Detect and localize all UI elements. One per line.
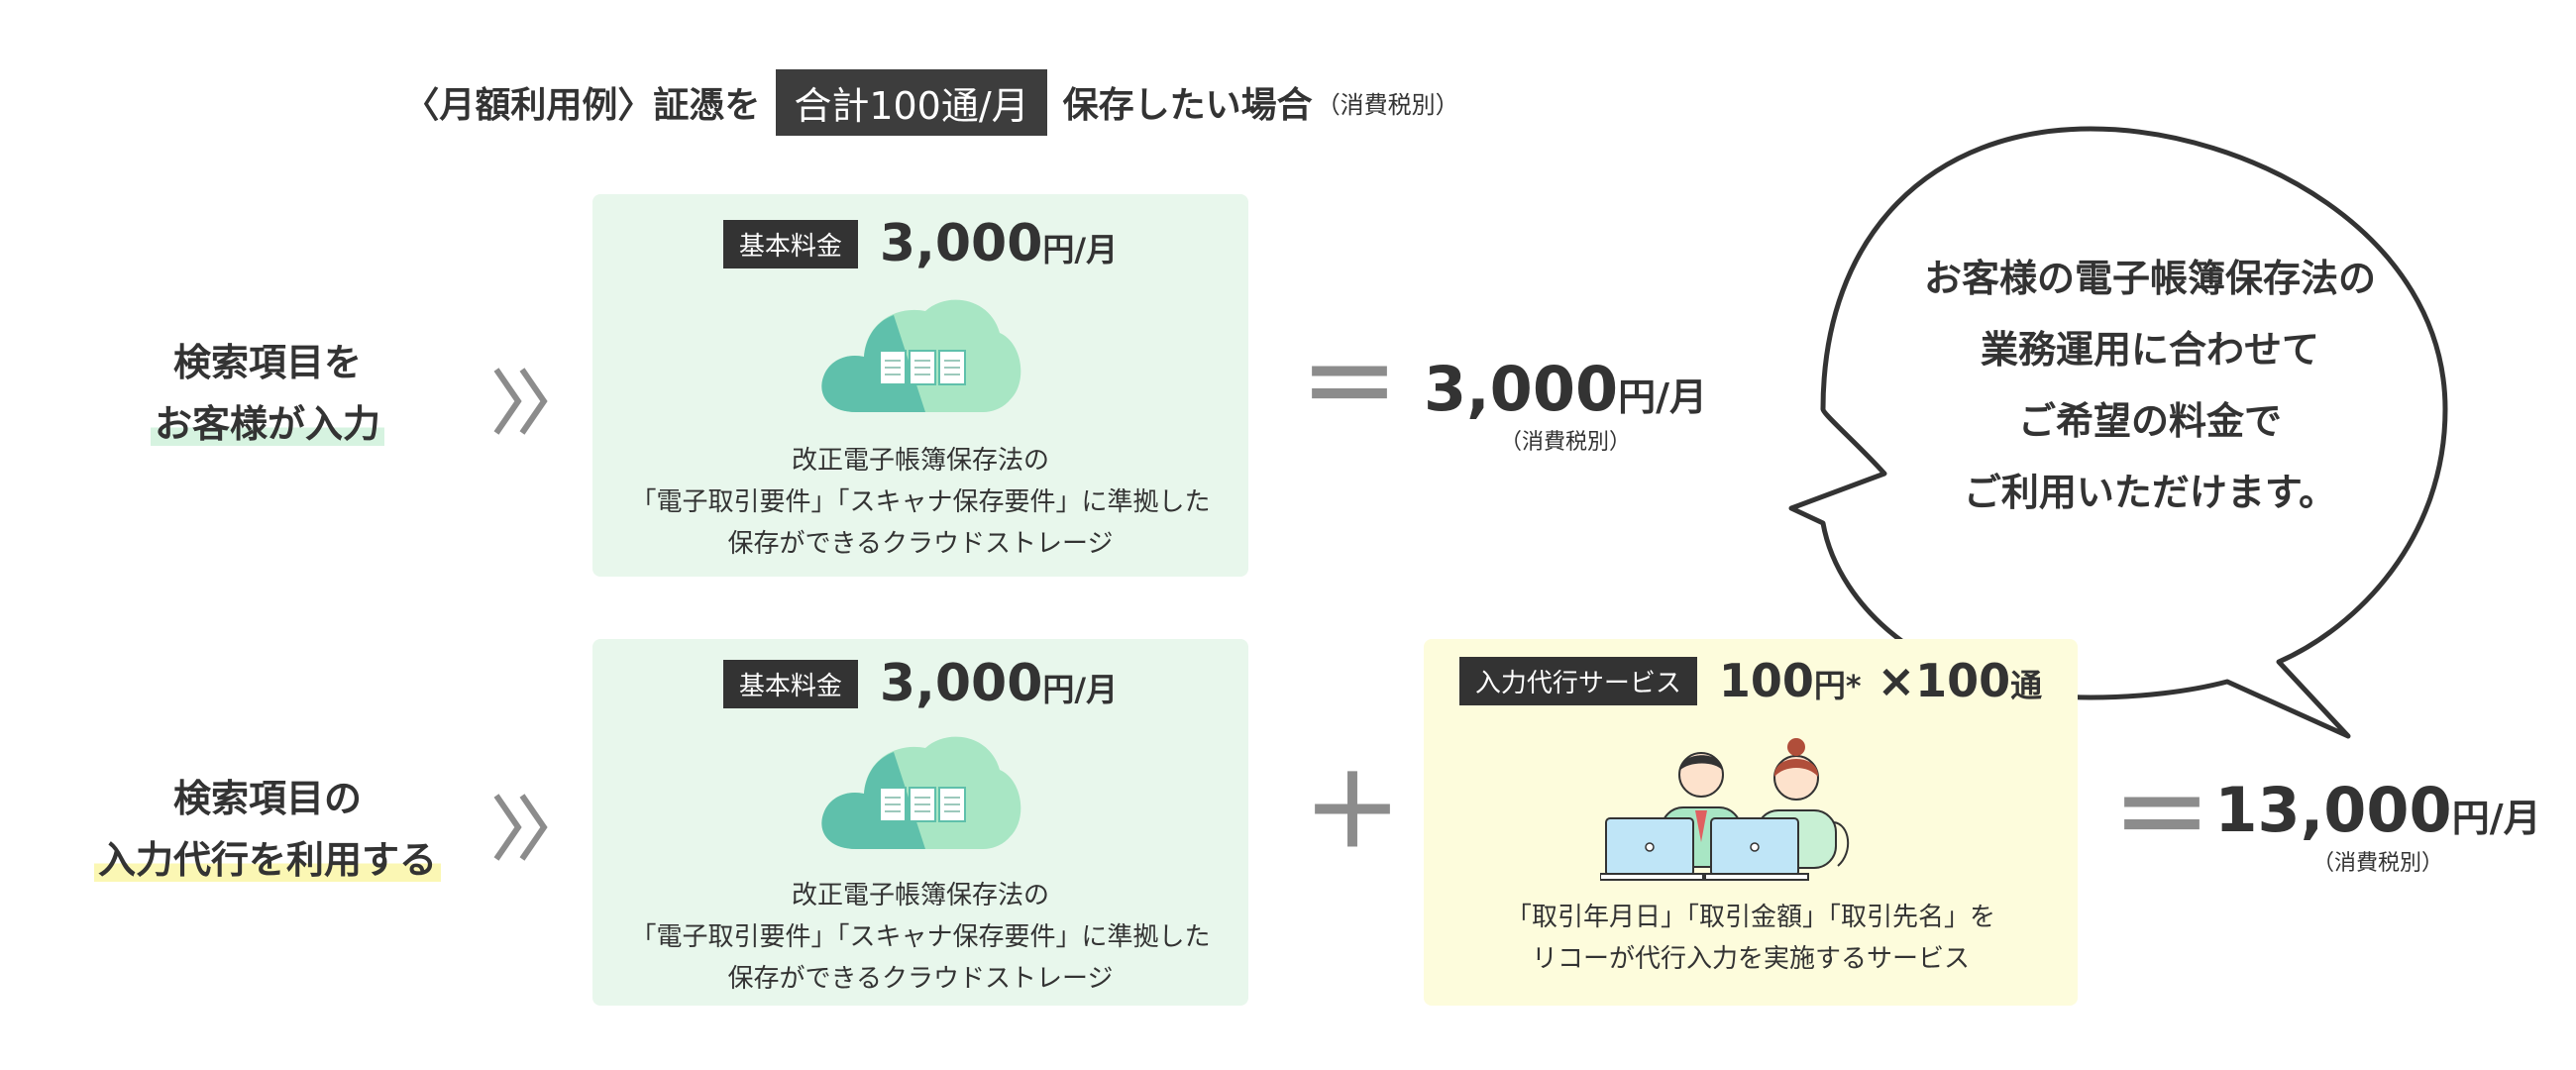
- plus-sign: ＋: [1303, 754, 1402, 870]
- row1-desc-line2: 「電子取引要件」「スキャナ保存要件」に準拠した: [630, 487, 1211, 517]
- cloud-storage-icon: [821, 299, 1021, 412]
- row1-base-fee-box: 基本料金 3,000円/月 改正電子帳簿保存法の 「電子取引要件」「スキャナ保存…: [592, 194, 1248, 577]
- bubble-line-4: ご利用いただけます。: [1963, 471, 2337, 514]
- row1-fee-tag: 基本料金: [722, 219, 858, 268]
- title-prefix: 〈月額利用例〉証憑を: [403, 85, 761, 126]
- row1-result-tax-note: （消費税別）: [1499, 430, 1631, 455]
- row2-result-tax-note: （消費税別）: [2311, 851, 2443, 876]
- row2-box-header: 基本料金 3,000円/月: [592, 654, 1248, 713]
- speech-bubble: [1788, 126, 2448, 739]
- row2-desc-line3: 保存ができるクラウドストレージ: [727, 964, 1114, 994]
- input-service-box: 入力代行サービス 100円* ×100通 「取引年月日」「取引金額」「取引先名」…: [1424, 639, 2078, 1006]
- row1-box-header: 基本料金 3,000円/月: [592, 214, 1248, 273]
- page-title: 〈月額利用例〉証憑を 合計100通/月 保存したい場合 （消費税別）: [0, 67, 1863, 137]
- title-highlight: 合計100通/月: [776, 68, 1047, 136]
- operators-illustration: [1600, 738, 1850, 881]
- service-tag: 入力代行サービス: [1458, 656, 1697, 705]
- row2-result-price: 13,000円/月: [2214, 774, 2541, 846]
- row1-fee-description: 改正電子帳簿保存法の 「電子取引要件」「スキャナ保存要件」に準拠した 保存ができ…: [592, 440, 1248, 565]
- service-price: 100円* ×100通: [1718, 654, 2043, 707]
- cloud-storage-icon: [821, 736, 1021, 849]
- bubble-line-2: 業務運用に合わせて: [1980, 328, 2319, 372]
- row2-label-line2: 入力代行を利用する: [93, 838, 441, 882]
- service-description: 「取引年月日」「取引金額」「取引先名」を リコーが代行入力を実施するサービス: [1424, 897, 2078, 980]
- row2-fee-tag: 基本料金: [722, 659, 858, 708]
- row2-fee-price: 3,000円/月: [879, 654, 1119, 713]
- row2-base-fee-box: 基本料金 3,000円/月 改正電子帳簿保存法の 「電子取引要件」「スキャナ保存…: [592, 639, 1248, 1006]
- row1-fee-price: 3,000円/月: [879, 214, 1119, 273]
- service-desc-line1: 「取引年月日」「取引金額」「取引先名」を: [1505, 903, 1995, 932]
- chevron-right-icon: [493, 794, 548, 861]
- bubble-text: お客様の電子帳簿保存法の 業務運用に合わせて ご希望の料金で ご利用いただけます…: [1873, 243, 2427, 528]
- row1-label-line2: お客様が入力: [150, 402, 384, 446]
- row2-fee-description: 改正電子帳簿保存法の 「電子取引要件」「スキャナ保存要件」に準拠した 保存ができ…: [592, 875, 1248, 1000]
- row1-label: 検索項目を お客様が入力: [59, 332, 476, 455]
- row2-equals-sign: ＝: [2112, 759, 2211, 875]
- chevron-right-icon: [493, 368, 548, 435]
- row1-label-line1: 検索項目を: [172, 341, 362, 384]
- row1-desc-line1: 改正電子帳簿保存法の: [791, 446, 1049, 476]
- title-tax-note: （消費税別）: [1316, 90, 1459, 119]
- row1-result: 3,000円/月 （消費税別）: [1417, 359, 1714, 456]
- row1-equals-sign: ＝: [1300, 328, 1399, 444]
- bubble-line-3: ご希望の料金で: [2017, 399, 2282, 443]
- row2-result: 13,000円/月 （消費税別）: [2209, 780, 2546, 877]
- bubble-line-1: お客様の電子帳簿保存法の: [1923, 257, 2376, 300]
- row1-desc-line3: 保存ができるクラウドストレージ: [727, 529, 1114, 559]
- row2-label-line1: 検索項目の: [172, 777, 362, 820]
- service-desc-line2: リコーが代行入力を実施するサービス: [1531, 944, 1970, 974]
- row1-result-price: 3,000円/月: [1423, 353, 1707, 425]
- row2-desc-line1: 改正電子帳簿保存法の: [791, 881, 1049, 910]
- service-box-header: 入力代行サービス 100円* ×100通: [1424, 654, 2078, 707]
- title-suffix: 保存したい場合: [1062, 85, 1313, 126]
- row2-label: 検索項目の 入力代行を利用する: [40, 768, 495, 891]
- row2-desc-line2: 「電子取引要件」「スキャナ保存要件」に準拠した: [630, 922, 1211, 952]
